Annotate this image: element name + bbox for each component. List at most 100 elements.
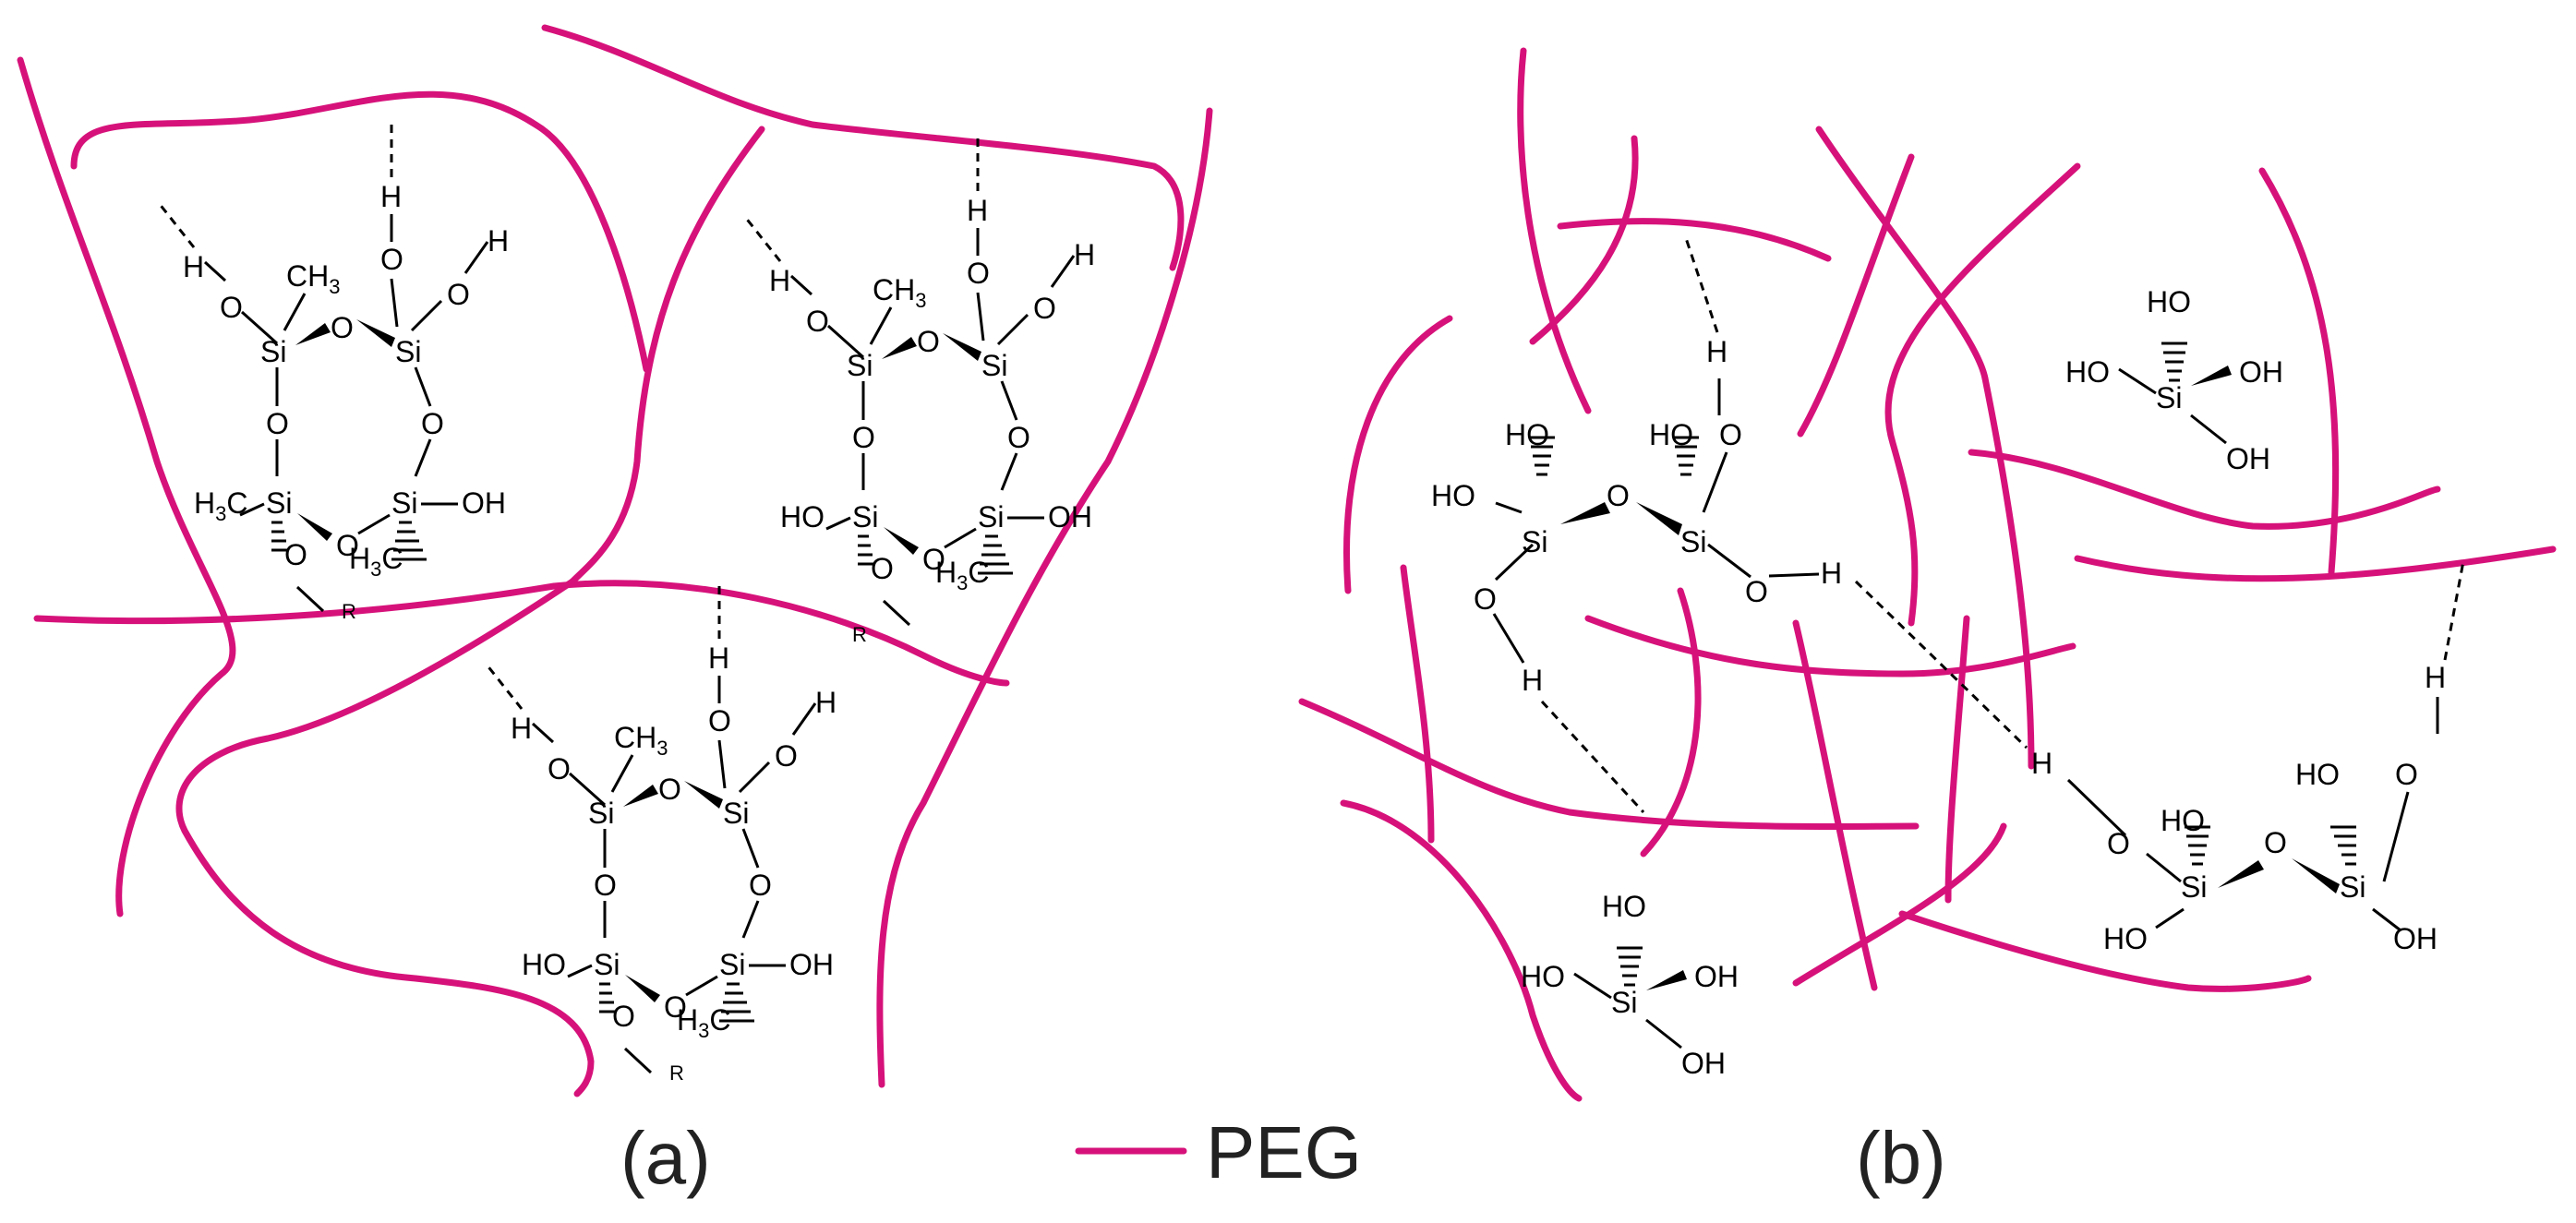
peg-chains-panel-a [17,24,1213,1097]
atom-o: O [380,243,403,276]
peg-chain [1640,587,1702,857]
peg-chain [2258,167,2340,576]
peg-chain [541,24,1185,271]
atom-si: Si [395,335,421,368]
atom-o: O [1033,292,1056,325]
atom-h: H [488,224,509,258]
peg-chain [175,578,595,1097]
atom-ho: HO [1521,960,1565,993]
atom-o: O [447,278,470,311]
atom-o: O [612,1000,635,1033]
atom-oh: OH [1048,500,1092,534]
cyclic-siloxane-ring: Si O H CH3 O Si O H O H O O Si O Si OH H… [157,122,509,623]
atom-oh: OH [1681,1047,1726,1080]
peg-chain [1557,218,1832,262]
atom-ho: HO [2103,922,2148,955]
label-ch3: CH3 [286,259,340,298]
atom-o: O [2395,758,2418,791]
atom-h: H [1821,557,1842,590]
atom-o: O [2264,826,2287,859]
atom-o: O [331,311,354,344]
atom-si: Si [852,500,878,534]
disiloxane-molecule: HO HO Si O HO Si O H O H O H [1431,234,2028,814]
atom-ho: HO [522,948,566,981]
atom-si: Si [266,486,292,520]
peg-chain [1968,449,2441,530]
atom-o: O [967,257,990,290]
atom-o: O [220,291,243,324]
atom-ho: HO [1505,418,1549,451]
atom-o: O [749,869,772,902]
atom-o: O [421,407,444,440]
atom-o: O [594,869,617,902]
peg-chain [1898,910,2312,992]
atom-ho: HO [1649,418,1693,451]
peg-chain [1815,126,1989,382]
atom-si: Si [2156,381,2182,414]
atom-oh: OH [2226,442,2270,475]
peg-chain [33,580,1010,687]
atom-o: O [806,305,829,338]
atom-o: O [1745,575,1768,608]
silicic-acid-monomer: Si HO HO OH OH [2065,285,2283,475]
atom-si: Si [594,948,620,981]
label-h3c: H3C [935,556,989,594]
atom-oh: OH [789,948,834,981]
atom-h: H [1706,335,1727,368]
atom-ho: HO [2065,355,2110,389]
atom-ho: HO [780,500,825,534]
atom-si: Si [2181,870,2207,904]
atom-si: Si [2340,870,2365,904]
atom-ho: HO [2161,804,2205,837]
disiloxane-molecule: HO O H HO Si O HO Si OH O H [2031,560,2465,955]
atom-ho: HO [2295,758,2340,791]
peg-chain [1340,799,1583,1102]
atom-si: Si [1680,525,1706,558]
silicic-acid-monomer: Si HO HO OH OH [1521,890,1739,1080]
peg-chain [1529,135,1639,345]
peg-chain [1342,315,1453,594]
atom-o: O [2107,827,2130,860]
atom-h: H [511,712,532,745]
atom-o: O [1474,582,1497,616]
peg-chain [876,107,1213,1088]
label-h3c: H3C [194,486,247,525]
atom-oh: OH [2239,355,2283,389]
peg-chain [17,56,236,917]
atom-h: H [2425,661,2446,694]
atom-h: H [1522,664,1543,697]
peg-chain [1584,615,2076,677]
atom-r: R [852,623,867,646]
peg-chain [1944,615,1970,904]
peg-chain [1517,47,1592,414]
atom-o: O [775,739,798,773]
cyclic-siloxane-ring: Si O H CH3 O Si O H O H O O Si O Si OH H… [743,136,1095,646]
atom-ho: HO [2147,285,2191,318]
atom-h: H [815,686,837,719]
atom-h: H [183,250,204,283]
atom-h: H [2031,747,2052,780]
atom-ho: HO [1431,479,1475,512]
atom-o: O [708,704,731,737]
atom-si: Si [847,349,873,382]
atom-si: Si [719,948,745,981]
atom-h: H [769,264,790,297]
atom-o: O [284,538,307,571]
peg-chain [1298,698,1920,831]
atom-ho: HO [1602,890,1646,923]
peg-chain [1884,162,2081,627]
atom-oh: OH [1694,960,1739,993]
atom-si: Si [260,335,286,368]
panel-label-a: (a) [620,1117,711,1199]
atom-r: R [669,1061,684,1085]
peg-chain [2074,546,2557,582]
legend-peg-label: PEG [1206,1111,1362,1193]
label-ch3: CH3 [614,721,668,760]
atom-o: O [1719,418,1742,451]
peg-chain [1400,564,1435,844]
peg-chain [1792,619,1878,991]
atom-o: O [922,543,945,576]
peg-chain [1981,375,2035,770]
peg-chain [1797,153,1915,438]
atom-si: Si [981,349,1007,382]
